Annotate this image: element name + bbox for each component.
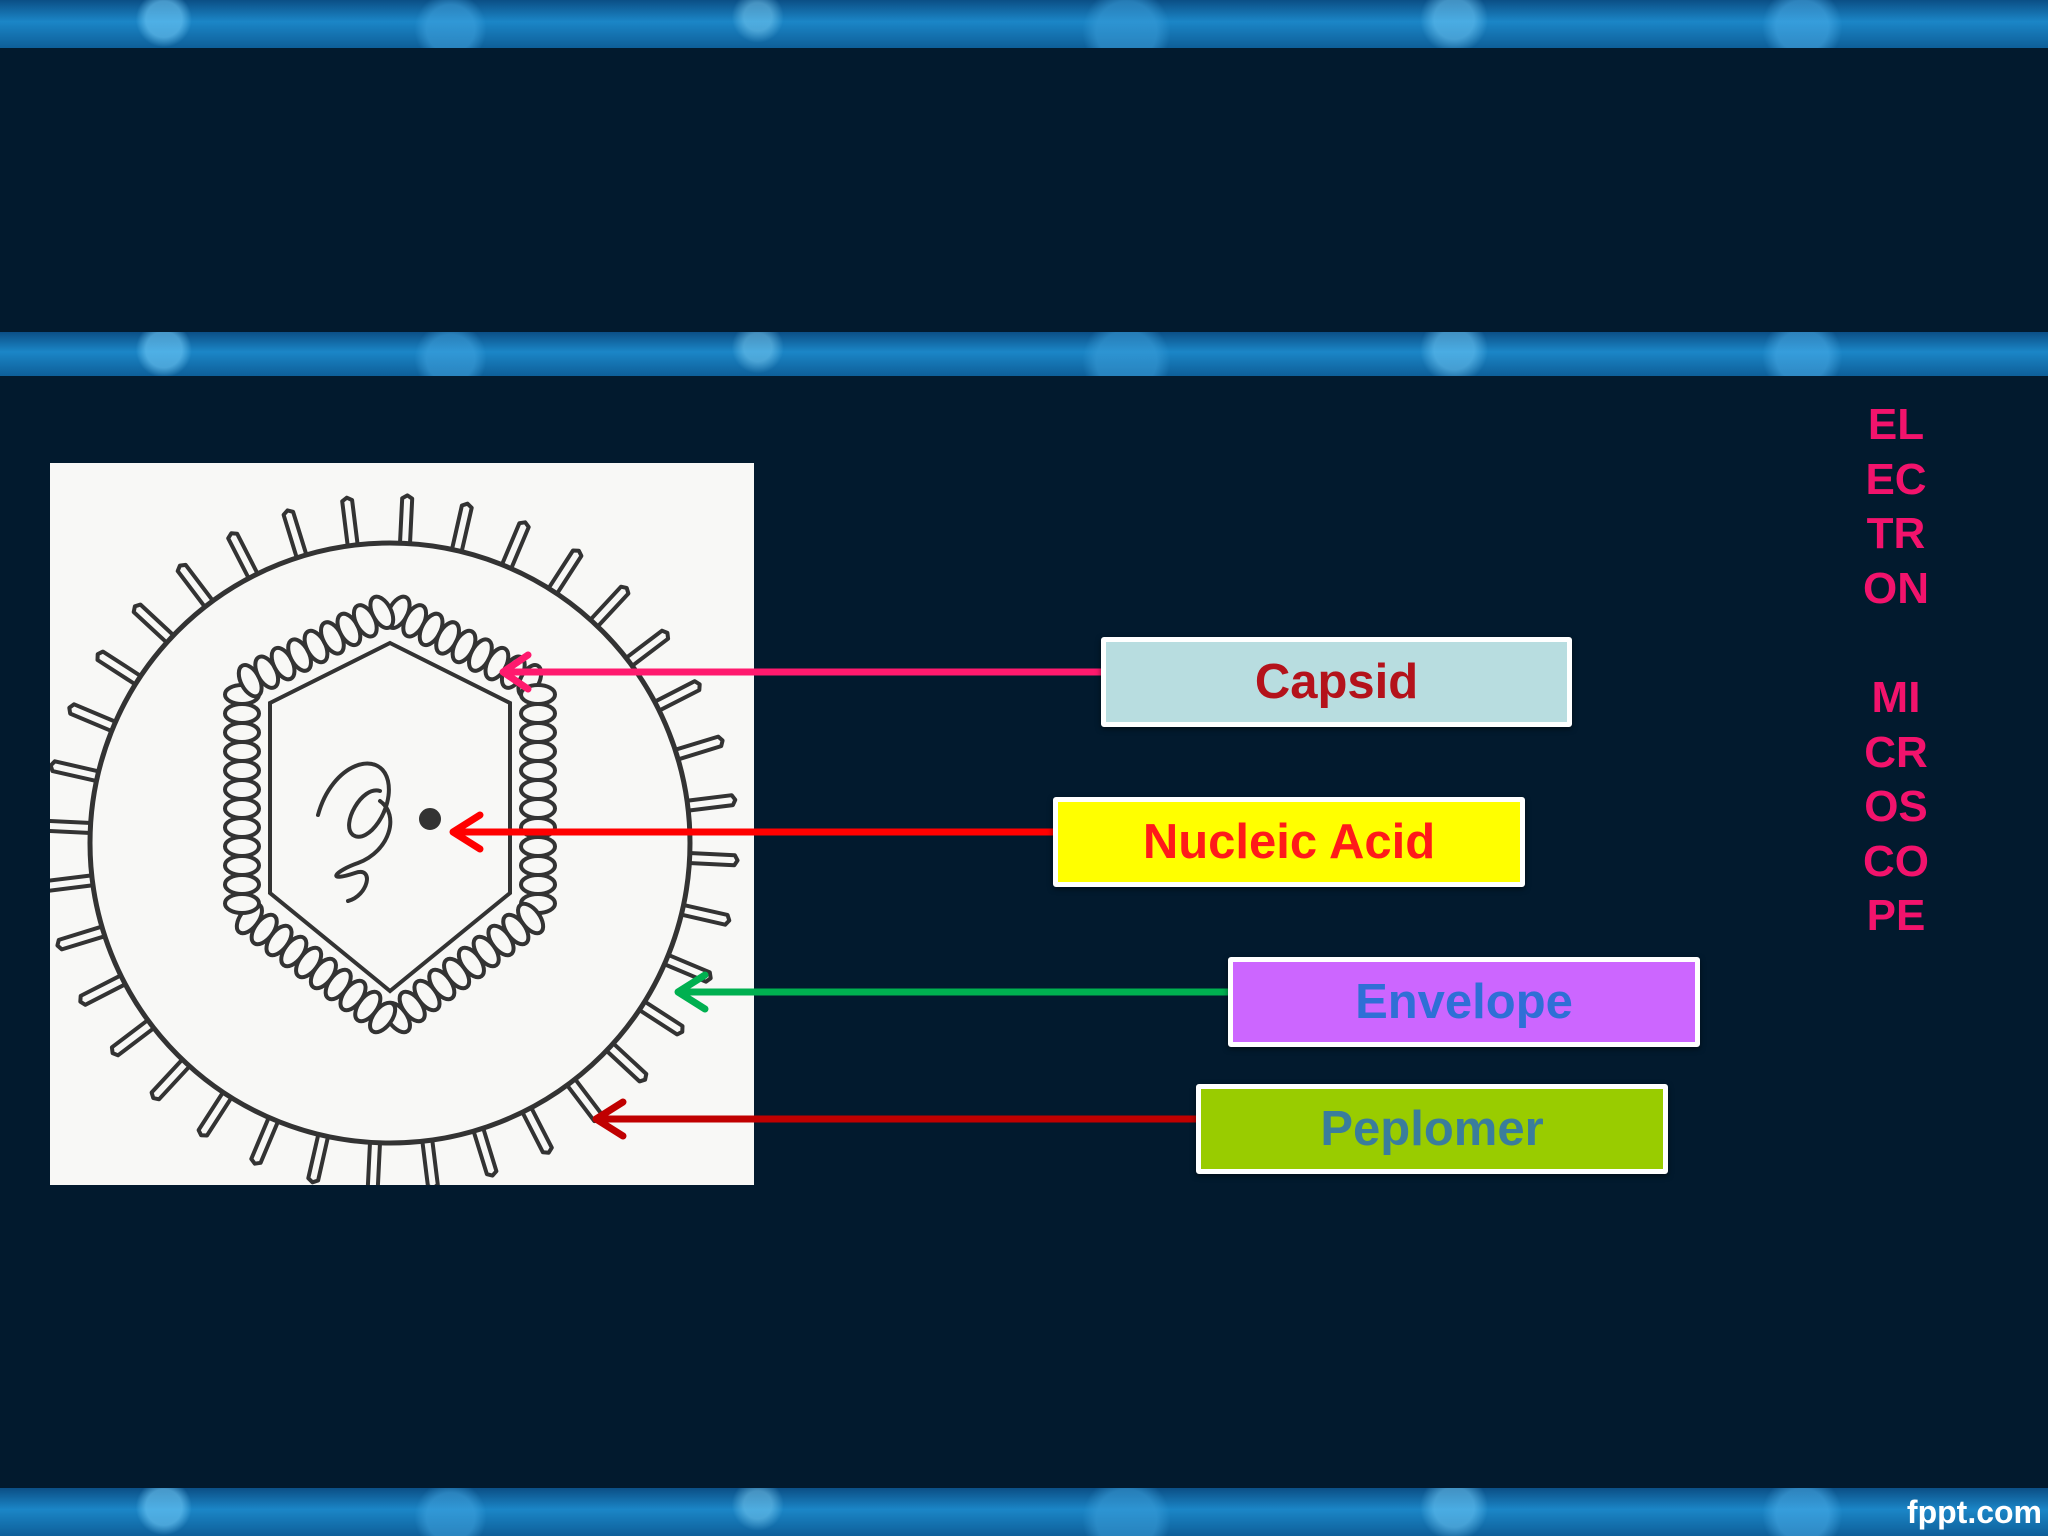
footer-band (0, 1488, 2048, 1536)
peplomer-spike (226, 531, 259, 579)
peplomer-spike (398, 493, 415, 544)
capsomere (519, 797, 557, 820)
capsomere (223, 854, 261, 877)
peplomer-spike (48, 759, 99, 783)
capsomere (519, 778, 557, 801)
vertical-title-word-2: MICROSCOPE (1863, 672, 1929, 941)
peplomer-spike (340, 495, 360, 546)
peplomer-label: Peplomer (1196, 1084, 1668, 1174)
footer-brand-text: fppt.com (1906, 1494, 2042, 1530)
capsid-label: Capsid (1101, 637, 1572, 727)
peplomer-spike (566, 1078, 605, 1124)
capsomere (223, 778, 261, 801)
header-divider-band (0, 332, 2048, 376)
peplomer-spike (681, 903, 732, 927)
peplomer-spike (450, 501, 474, 552)
nucleic-acid-strand (316, 761, 441, 903)
peplomer-spike (521, 1107, 554, 1155)
peplomer-spike (95, 649, 141, 686)
peplomer-spike (281, 508, 308, 558)
capsomere (519, 873, 557, 896)
capsomere (519, 835, 557, 858)
capsomere (368, 594, 396, 630)
capsomere (519, 816, 557, 839)
capsomere (519, 721, 557, 744)
capsomere (519, 702, 557, 725)
peplomer-spike (472, 1128, 499, 1178)
peplomer-spike (42, 873, 93, 893)
capsomere (223, 740, 261, 763)
peplomer-spike (687, 793, 738, 813)
capsomere (223, 759, 261, 782)
peplomer-spike (654, 679, 702, 712)
capsomere (519, 759, 557, 782)
peplomer-spike (639, 1000, 685, 1037)
peplomer-spike (365, 1142, 382, 1193)
peplomer-spike (149, 1059, 191, 1102)
peplomer-spike (589, 584, 631, 627)
peplomer-spike (420, 1140, 440, 1191)
peplomer-spike (306, 1134, 330, 1185)
header-top-band (0, 0, 2048, 48)
peplomer-spike (67, 702, 116, 733)
capsomere (223, 797, 261, 820)
peplomer-spike (249, 1117, 280, 1166)
peplomer-spike (675, 734, 725, 761)
capsomere (519, 683, 557, 706)
capsomere (519, 740, 557, 763)
nucleic-acid-label: Nucleic Acid (1053, 797, 1525, 887)
capsomere (223, 702, 261, 725)
capsomere (223, 873, 261, 896)
vertical-title-word-1: ELECTRON (1863, 400, 1929, 613)
capsomere (223, 892, 261, 915)
capsomere (519, 854, 557, 877)
peplomer-spike (689, 851, 740, 868)
peplomer-spike (175, 562, 214, 608)
virus-drawing-svg (40, 493, 740, 1193)
capsomere (223, 816, 261, 839)
capsomere (223, 721, 261, 744)
capsomere (223, 835, 261, 858)
virus-structure-drawing (40, 463, 754, 1193)
envelope-circle (87, 540, 693, 1146)
capsid-inner-outline (268, 640, 512, 994)
peplomer-spike (625, 628, 671, 667)
peplomer-spike (606, 1042, 649, 1084)
envelope-label: Envelope (1228, 957, 1700, 1047)
peplomer-spike (664, 953, 713, 984)
peplomer-spike (55, 925, 105, 952)
peplomer-spike (131, 602, 174, 644)
peplomer-spike (109, 1019, 155, 1058)
envelope-arrow (674, 971, 1232, 1013)
peplomer-spikes (40, 493, 740, 1193)
peplomer-spike (40, 818, 91, 835)
peplomer-spike (547, 548, 584, 594)
vertical-title: ELECTRON MICROSCOPE (1860, 398, 1932, 1488)
peplomer-spike (78, 974, 126, 1007)
peplomer-spike (196, 1092, 233, 1138)
peplomer-spike (500, 520, 531, 569)
